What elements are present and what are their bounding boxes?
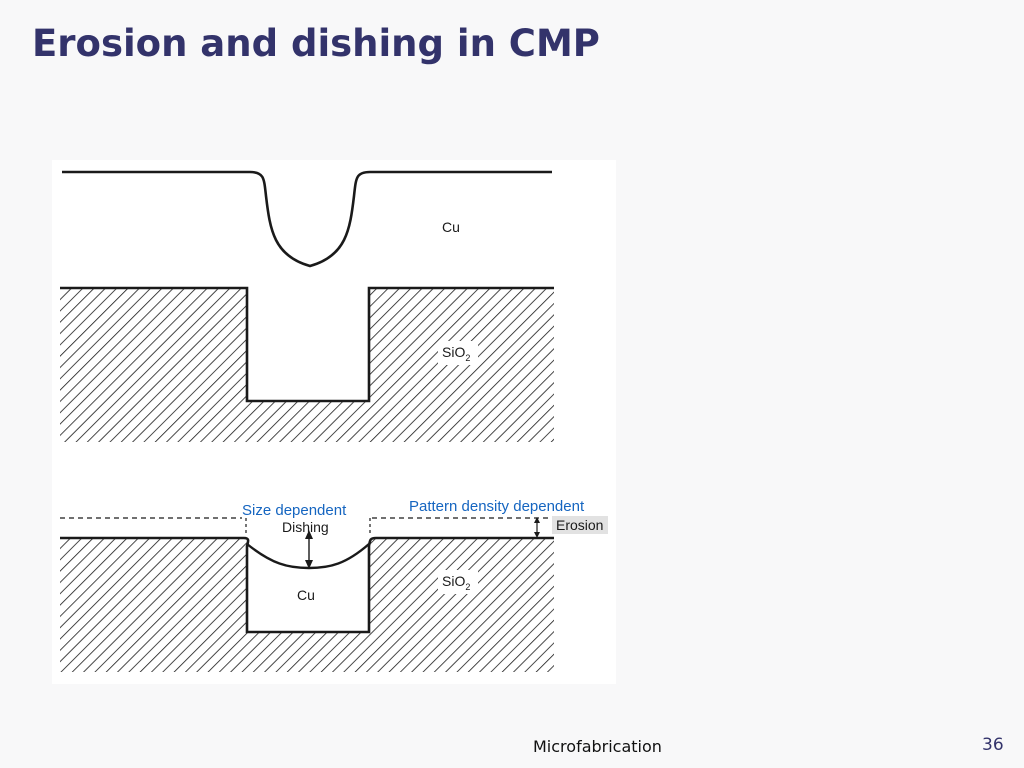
top-cu-surface-line xyxy=(62,170,552,268)
erosion-label-bg xyxy=(552,516,608,534)
size-dependent-label: Size dependent xyxy=(242,502,347,519)
bottom-sio2-label: SiO2 xyxy=(442,573,470,592)
bottom-sio2-hatched-region xyxy=(60,538,554,672)
footer-text: Microfabrication xyxy=(533,737,662,756)
bottom-sio2-label-bg xyxy=(438,570,478,594)
cmp-diagram-figure: Cu SiO2 Size dependent Dishing Pattern d… xyxy=(52,160,616,684)
slide-title: Erosion and dishing in CMP xyxy=(32,22,600,65)
top-cu-label: Cu xyxy=(442,219,460,235)
dishing-label: Dishing xyxy=(282,519,329,535)
top-sio2-outline xyxy=(60,286,554,403)
top-sio2-label-bg xyxy=(438,341,478,365)
bottom-cu-label: Cu xyxy=(297,587,315,603)
erosion-arrow-head-down xyxy=(534,532,540,538)
erosion-arrow-head-up xyxy=(534,517,540,523)
pattern-density-dependent-label: Pattern density dependent xyxy=(409,498,585,515)
cmp-diagram: Cu SiO2 Size dependent Dishing Pattern d… xyxy=(60,170,608,672)
top-sio2-label: SiO2 xyxy=(442,344,470,363)
page-number: 36 xyxy=(982,735,1004,755)
dishing-arrow-head-up xyxy=(305,530,313,539)
dishing-arrow-head-down xyxy=(305,560,313,569)
bottom-sio2-outline xyxy=(60,536,554,634)
erosion-label: Erosion xyxy=(556,517,603,533)
top-sio2-hatched-region xyxy=(60,288,554,442)
